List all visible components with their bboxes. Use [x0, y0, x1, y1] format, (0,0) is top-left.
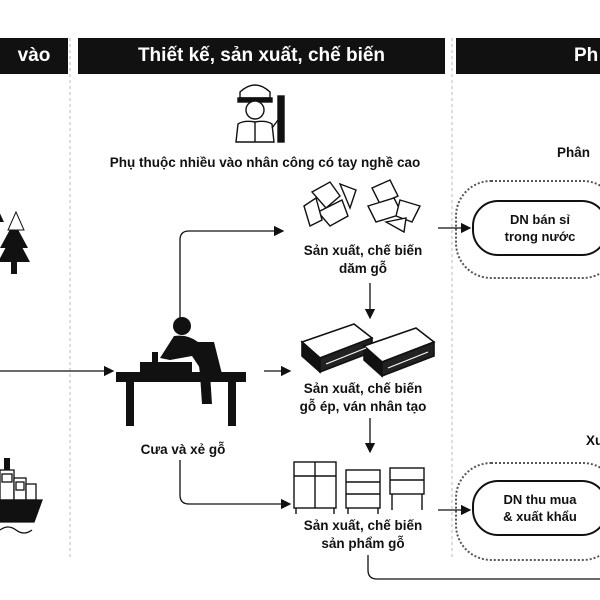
- header-input: vào: [0, 38, 68, 74]
- worker-note: Phụ thuộc nhiều vào nhân công có tay ngh…: [109, 155, 421, 170]
- right-top-label: Phân: [557, 145, 591, 160]
- node-domestic-wholesale: DN bán sỉ trong nước: [472, 200, 600, 256]
- node-export-buyer: DN thu mua & xuất khẩu: [472, 480, 600, 536]
- export-channel-container: [455, 462, 600, 561]
- header-distribution: Ph: [456, 38, 600, 74]
- label-sawing: Cưa và xẻ gỗ: [140, 442, 226, 457]
- header-manufacturing: Thiết kế, sản xuất, chế biến: [78, 38, 445, 74]
- right-mid-label: Xu: [586, 433, 600, 448]
- domestic-channel-container: [455, 180, 600, 279]
